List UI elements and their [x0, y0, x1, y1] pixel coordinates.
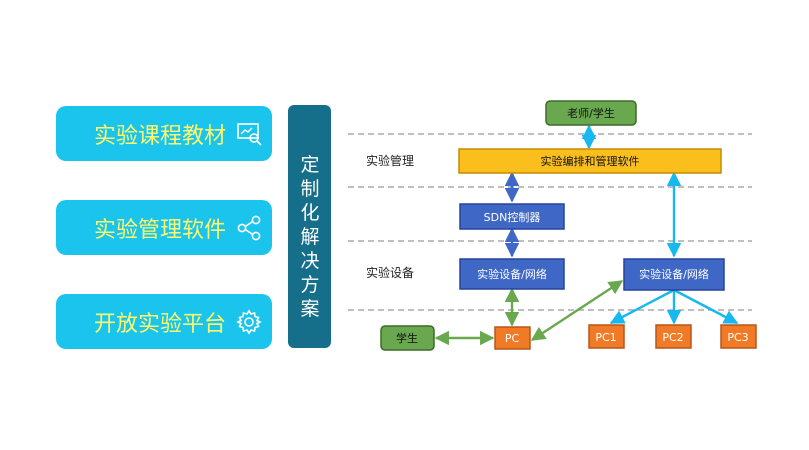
- card-course-materials: 实验课程教材: [56, 106, 272, 161]
- section-label-management: 实验管理: [366, 153, 414, 168]
- node-equip-left: 实验设备/网络: [459, 258, 565, 290]
- node-pc3: PC3: [720, 324, 757, 349]
- node-pc2-label: PC2: [662, 331, 683, 344]
- node-teacher-label: 老师/学生: [567, 106, 615, 120]
- node-sdn-controller: SDN控制器: [459, 203, 565, 230]
- link-equip-right-pc3: [673, 288, 739, 325]
- node-pc1-label: PC1: [595, 331, 616, 344]
- node-equip-left-label: 实验设备/网络: [477, 267, 547, 281]
- node-pc3-label: PC3: [727, 331, 748, 344]
- gear-icon: [236, 309, 262, 335]
- link-equip-right-pc1: [609, 288, 675, 325]
- share-nodes-icon: [237, 215, 261, 241]
- node-equip-right-label: 实验设备/网络: [639, 267, 709, 281]
- node-sdn-label: SDN控制器: [484, 210, 541, 224]
- presentation-icon: [237, 123, 262, 146]
- node-pc2: PC2: [655, 324, 692, 349]
- node-student-label: 学生: [396, 331, 418, 345]
- node-scheduler-label: 实验编排和管理软件: [541, 154, 640, 168]
- custom-solution-bar: 定制化解决方案: [288, 105, 331, 348]
- node-teacher: 老师/学生: [545, 100, 637, 126]
- card-open-platform: 开放实验平台: [56, 294, 272, 349]
- card-label: 实验管理软件: [94, 217, 227, 243]
- node-pc1: PC1: [588, 324, 625, 349]
- node-equip-right: 实验设备/网络: [623, 258, 725, 291]
- card-management-software: 实验管理软件: [56, 200, 272, 255]
- card-label: 实验课程教材: [94, 123, 227, 149]
- section-label-equipment: 实验设备: [366, 265, 414, 280]
- card-label: 开放实验平台: [94, 311, 227, 337]
- node-student: 学生: [380, 325, 435, 351]
- link-pc-equip-right: [530, 279, 624, 342]
- node-scheduler: 实验编排和管理软件: [458, 148, 722, 174]
- node-pc: PC: [494, 326, 531, 350]
- custom-solution-label: 定制化解决方案: [300, 154, 320, 320]
- node-pc-label: PC: [505, 332, 520, 345]
